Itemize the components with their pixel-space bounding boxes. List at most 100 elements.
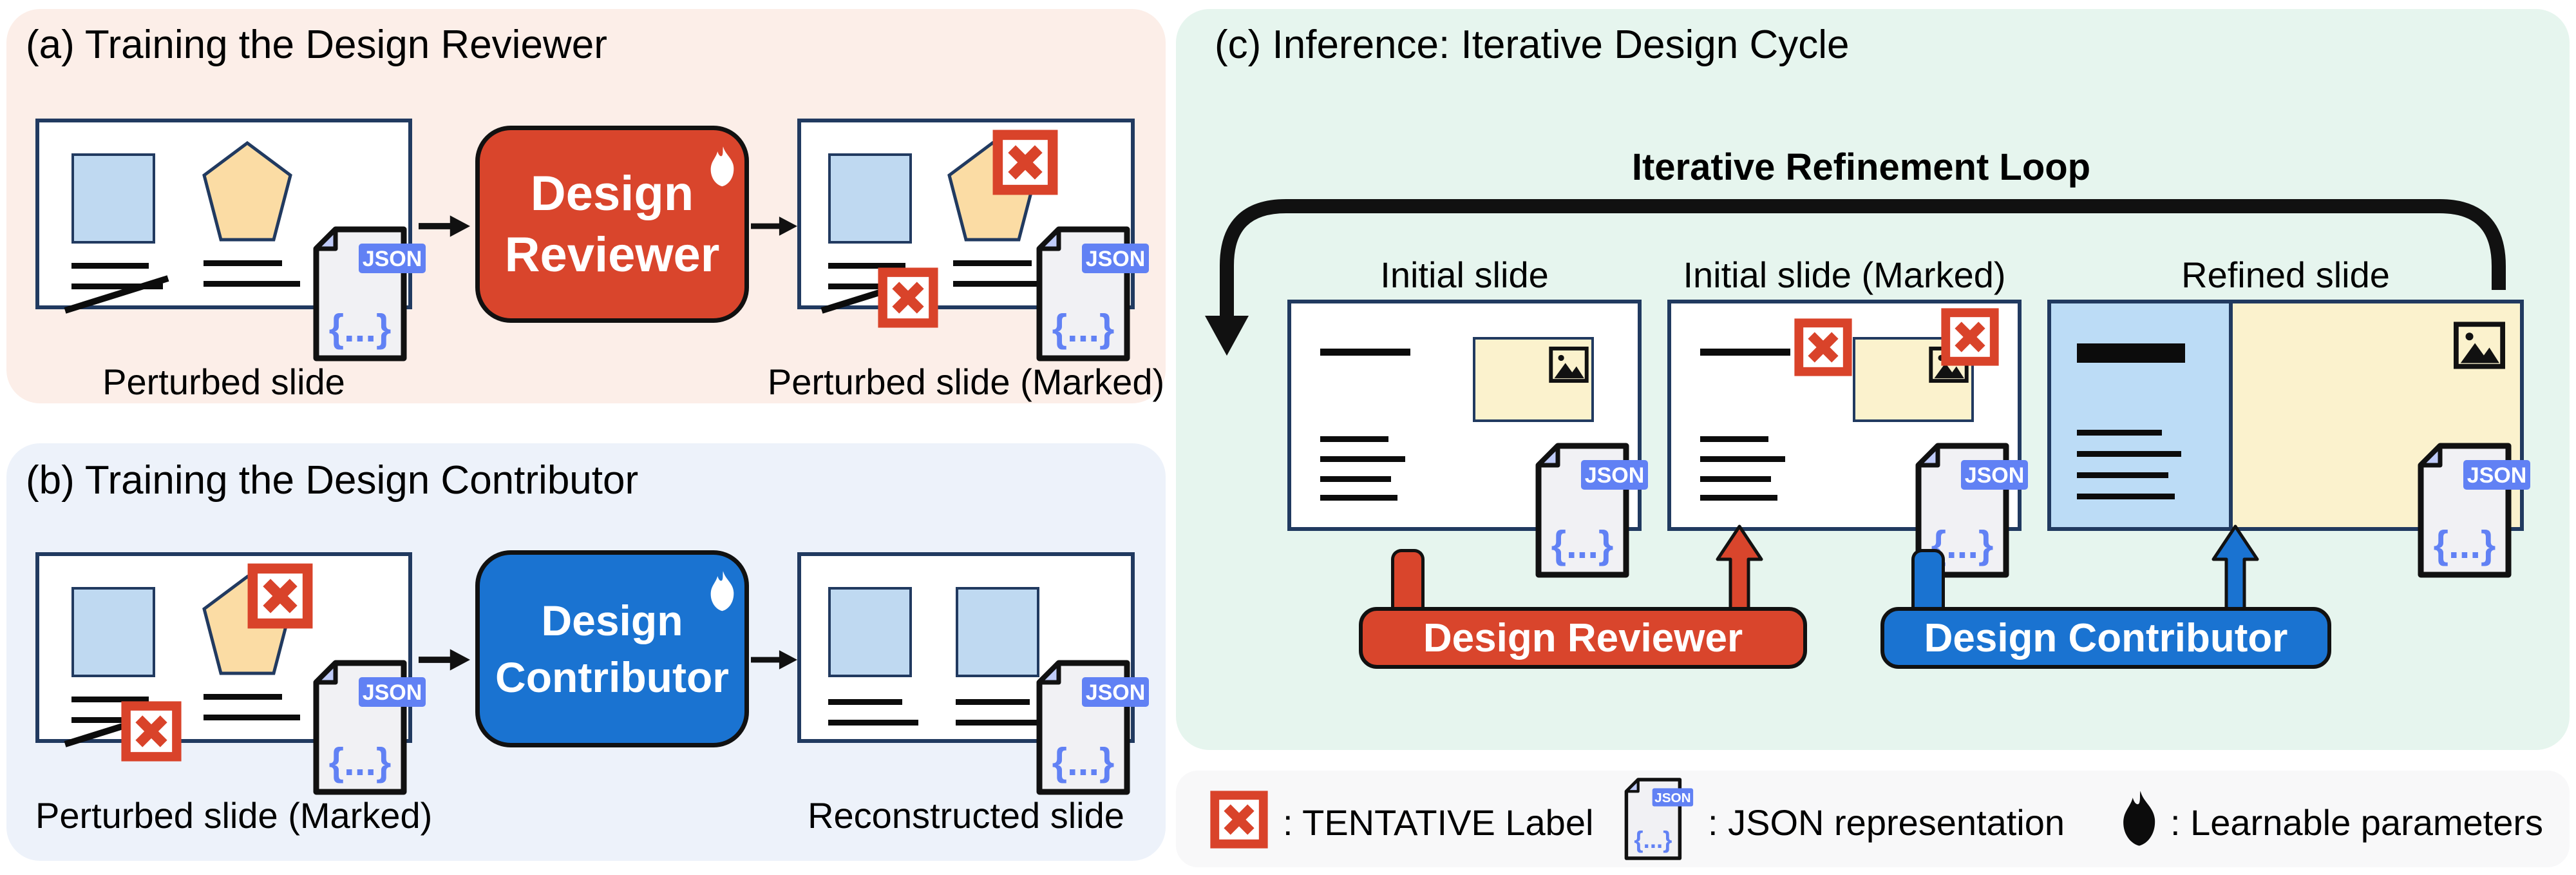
slide-text-line bbox=[956, 699, 1030, 705]
loop-arrow-icon bbox=[1205, 199, 2506, 356]
slide-text-line bbox=[1320, 456, 1405, 462]
slide-shape-rectangle bbox=[71, 153, 155, 244]
json-file-icon: JSON {...} bbox=[313, 660, 426, 795]
slide-text-line bbox=[953, 260, 1032, 266]
design-reviewer-pill: Design Reviewer bbox=[1359, 607, 1807, 669]
panel-training-reviewer: (a) Training the Design Reviewer JSON {.… bbox=[6, 9, 1166, 403]
json-tag-label: JSON bbox=[1965, 463, 2025, 488]
json-braces: {...} bbox=[1052, 740, 1115, 784]
flow-arrow bbox=[419, 213, 470, 239]
tentative-mark bbox=[1940, 307, 2000, 367]
json-braces: {...} bbox=[1551, 523, 1614, 566]
slide-text-line bbox=[71, 263, 149, 269]
slide-text-line bbox=[1700, 495, 1777, 501]
json-tag-label: JSON bbox=[1654, 791, 1690, 805]
json-braces: {...} bbox=[329, 307, 392, 350]
json-file-icon: JSON {...} bbox=[1535, 443, 1648, 578]
tentative-x-icon bbox=[121, 701, 182, 762]
panel-training-contributor: (b) Training the Design Contributor JSON… bbox=[6, 443, 1166, 861]
slide-caption: Perturbed slide (Marked) bbox=[35, 795, 433, 836]
json-file-icon: JSON {...} bbox=[313, 226, 426, 361]
slide-text-line bbox=[2077, 472, 2168, 478]
legend: : TENTATIVE Label JSON {...} : JSON repr… bbox=[1176, 771, 2570, 867]
json-braces: {...} bbox=[2434, 523, 2496, 566]
tentative-mark bbox=[992, 129, 1059, 196]
learnable-flame bbox=[706, 144, 737, 189]
flow-arrow bbox=[751, 213, 797, 239]
slide-text-line bbox=[2077, 451, 2181, 457]
slide-text-line bbox=[828, 720, 918, 726]
json-file: JSON {...} bbox=[1025, 659, 1154, 796]
tentative-x-icon bbox=[1210, 791, 1268, 849]
slide-text-line bbox=[1700, 476, 1771, 482]
slide-text-line bbox=[204, 260, 282, 266]
slide-shape-rectangle bbox=[828, 153, 912, 244]
json-file: JSON {...} bbox=[302, 659, 431, 796]
slide-text-line bbox=[1700, 436, 1768, 442]
design-contributor-pill: Design Contributor bbox=[1880, 607, 2331, 669]
legend-json-label: : JSON representation bbox=[1708, 802, 2065, 843]
panel-b-title: (b) Training the Design Contributor bbox=[26, 458, 639, 503]
arrow-right-icon bbox=[751, 650, 797, 669]
json-file-icon: JSON {...} bbox=[2418, 443, 2530, 578]
slide-image-placeholder bbox=[1473, 337, 1594, 422]
slide-shape-pentagon bbox=[202, 140, 292, 242]
slide-text-line bbox=[204, 715, 300, 720]
slide-shape-rectangle bbox=[828, 587, 912, 677]
flame-icon bbox=[2123, 791, 2155, 846]
learnable-flame bbox=[706, 569, 737, 614]
tentative-mark bbox=[247, 562, 314, 630]
image-glyph bbox=[2452, 318, 2507, 373]
slide-text-line bbox=[1320, 495, 1397, 501]
legend-tentative-label: : TENTATIVE Label bbox=[1283, 802, 1594, 843]
reconstructed-slide: JSON {...} bbox=[797, 552, 1149, 795]
json-file: JSON {...} bbox=[1904, 442, 2033, 579]
json-braces: {...} bbox=[329, 740, 392, 784]
slide-text-line bbox=[71, 284, 163, 289]
tentative-mark bbox=[877, 267, 939, 329]
perturbed-slide-marked: JSON {...} bbox=[35, 552, 426, 795]
image-icon bbox=[1549, 346, 1589, 383]
contributor-input-pipe bbox=[1911, 549, 1945, 616]
json-tag-label: JSON bbox=[1585, 463, 1645, 488]
design-reviewer-box: Design Reviewer bbox=[475, 126, 749, 323]
perturbed-slide-marked: JSON {...} bbox=[797, 119, 1149, 361]
json-file: JSON {...} bbox=[1524, 442, 1653, 579]
slide-title-line bbox=[1700, 349, 1790, 356]
initial-slide-marked: JSON {...} bbox=[1667, 300, 2028, 578]
flow-arrow bbox=[751, 647, 797, 673]
arrow-up-icon bbox=[1716, 524, 1763, 611]
tentative-x-icon bbox=[1794, 318, 1852, 376]
json-file-icon: JSON {...} bbox=[1036, 660, 1149, 795]
json-braces: {...} bbox=[1052, 307, 1115, 350]
slide-text-line bbox=[828, 263, 905, 269]
json-file: JSON {...} bbox=[1618, 777, 1696, 861]
json-file-icon: JSON {...} bbox=[1915, 443, 2028, 578]
flame-icon bbox=[710, 571, 734, 611]
tentative-mark bbox=[1209, 790, 1269, 849]
tentative-mark bbox=[1794, 318, 1853, 377]
slide-text-line bbox=[1700, 456, 1785, 462]
tentative-x-icon bbox=[878, 267, 938, 328]
slide-caption: Perturbed slide bbox=[102, 361, 345, 402]
loop-label: Iterative Refinement Loop bbox=[1631, 146, 2091, 188]
slide-shape-rectangle bbox=[71, 587, 155, 677]
refined-slide: JSON {...} bbox=[2047, 300, 2530, 578]
slide-caption: Reconstructed slide bbox=[808, 795, 1124, 836]
contributor-output-arrow bbox=[2210, 523, 2260, 611]
design-contributor-box-label: Design bbox=[541, 597, 683, 644]
flame-icon bbox=[710, 146, 734, 187]
panel-a-title: (a) Training the Design Reviewer bbox=[26, 23, 607, 67]
json-tag-label: JSON bbox=[1086, 680, 1146, 705]
slide-text-line bbox=[828, 699, 902, 705]
design-reviewer-box-label: Design bbox=[530, 166, 694, 221]
slide-caption: Perturbed slide (Marked) bbox=[767, 361, 1165, 402]
json-braces: {...} bbox=[1634, 827, 1672, 853]
image-icon bbox=[2454, 322, 2505, 369]
slide-shape-diagonal-line bbox=[64, 275, 169, 314]
json-file-icon: JSON {...} bbox=[1036, 226, 1149, 361]
slide-text-line bbox=[204, 281, 300, 287]
slide-text-line bbox=[828, 284, 920, 289]
slide-shape-rectangle bbox=[956, 587, 1039, 677]
json-file: JSON {...} bbox=[2407, 442, 2535, 579]
